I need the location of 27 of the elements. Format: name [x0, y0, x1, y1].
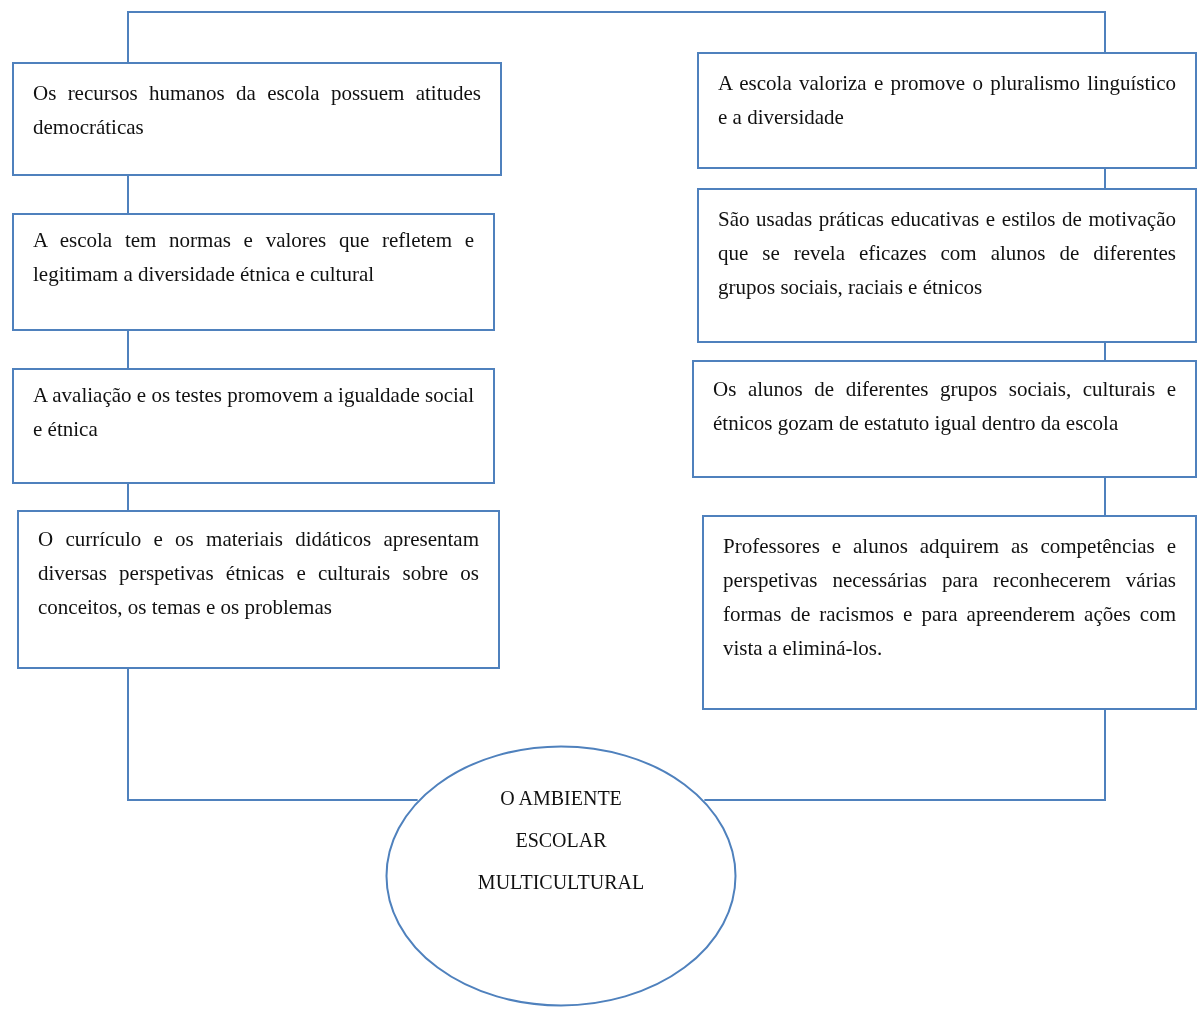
ellipse-label: O AMBIENTE ESCOLAR MULTICULTURAL	[477, 786, 645, 895]
box-text: O currículo e os materiais didáticos apresentam diversas perspetivas étnicas e culturais sobre os conceitos, os temas e os problemas	[38, 526, 479, 621]
text-box	[692, 360, 1197, 478]
box-text: Os alunos de diferentes grupos sociais, culturais e étnicos gozam de estatuto igual dentro da escola	[713, 376, 1176, 437]
connector-line	[127, 11, 1106, 63]
box-text: A avaliação e os testes promovem a igualdade social e étnica	[33, 382, 474, 443]
connector-line	[1104, 168, 1106, 189]
connector-line	[127, 330, 129, 369]
connector-line	[1104, 477, 1106, 516]
connector-line	[1104, 342, 1106, 361]
text-box	[17, 510, 500, 669]
connector-line	[127, 483, 129, 511]
text-box	[702, 515, 1197, 710]
box-text: Professores e alunos adquirem as competências e perspetivas necessárias para reconhecerem várias formas de racismos e para apreenderem ações com vista a eliminá-los.	[723, 533, 1176, 662]
connector-line	[703, 709, 1106, 801]
box-text: A escola valoriza e promove o pluralismo linguístico e a diversidade	[718, 70, 1176, 131]
box-text: A escola tem normas e valores que refletem e legitimam a diversidade étnica e cultural	[33, 227, 474, 288]
connector-line	[127, 668, 419, 801]
box-text: São usadas práticas educativas e estilos de motivação que se revela eficazes com alunos de diferentes grupos sociais, raciais e étnicos	[718, 206, 1176, 301]
text-box	[697, 52, 1197, 169]
text-box	[697, 188, 1197, 343]
text-box	[12, 62, 502, 176]
box-text: Os recursos humanos da escola possuem atitudes democráticas	[33, 80, 481, 141]
text-box	[12, 368, 495, 484]
text-box	[12, 213, 495, 331]
ellipse-node	[385, 745, 737, 1007]
connector-line	[127, 175, 129, 214]
